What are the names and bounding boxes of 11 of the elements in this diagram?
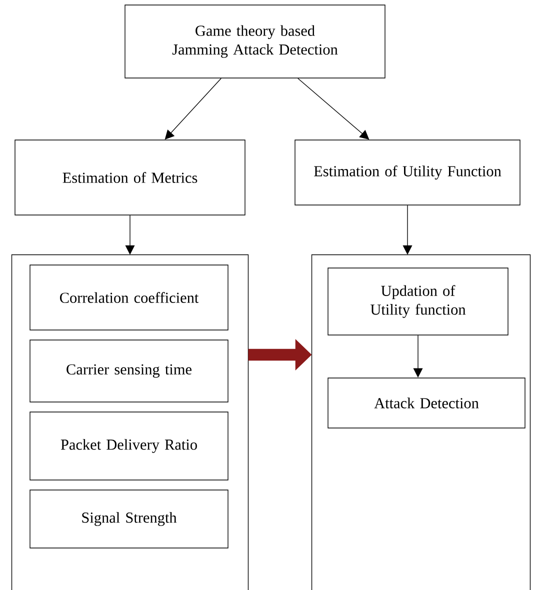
process-box: Carrier sensing time	[30, 340, 228, 402]
group-panel	[311, 254, 531, 590]
process-box: Updation of Utility function	[328, 268, 508, 336]
process-box: Attack Detection	[328, 378, 526, 428]
process-box: Signal Strength	[30, 490, 228, 548]
group-panel	[11, 254, 249, 590]
process-box: Correlation coefficient	[30, 264, 228, 330]
process-box: Estimation of Metrics	[14, 140, 246, 216]
process-box: Game theory based Jamming Attack Detection	[124, 4, 386, 78]
process-box: Estimation of Utility Function	[294, 140, 520, 206]
process-box: Packet Delivery Ratio	[30, 412, 228, 480]
